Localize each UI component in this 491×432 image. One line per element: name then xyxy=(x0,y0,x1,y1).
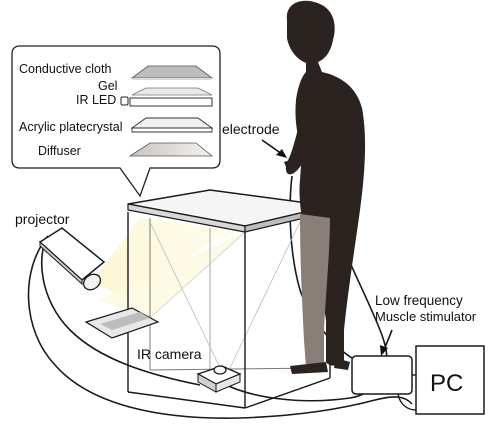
callout-frame xyxy=(11,45,221,198)
pc-cable xyxy=(397,393,417,411)
camera-cable xyxy=(219,381,373,402)
pc-label: PC xyxy=(430,370,463,397)
gel-sheet xyxy=(131,87,213,96)
muscle-stimulator xyxy=(351,355,413,395)
layer-callout: Conductive cloth Gel IR LED Acrylic plat… xyxy=(11,45,221,198)
projector-cable xyxy=(40,235,201,386)
layer-label-diffuser: Diffuser xyxy=(38,144,81,158)
person-silhouette xyxy=(284,0,366,374)
layer-label-conductive-cloth: Conductive cloth xyxy=(19,62,111,76)
projector xyxy=(38,227,106,291)
front-leg xyxy=(300,214,330,370)
ir-led-plate xyxy=(129,97,213,107)
stimulator-label-line2: Muscle stimulator xyxy=(375,309,477,324)
ir-led-icon xyxy=(120,96,129,106)
layer-label-acrylic: Acrylic platecrystal xyxy=(19,120,123,134)
pc-box xyxy=(415,345,485,415)
projector-label: projector xyxy=(15,211,70,227)
projector-beam xyxy=(92,218,242,300)
stimulator-label-line1: Low frequency xyxy=(375,293,463,308)
stimulator-pointer xyxy=(380,329,393,356)
floor-cable xyxy=(27,235,413,419)
electrode-pointer xyxy=(261,139,287,158)
acrylic-sheet xyxy=(130,117,214,129)
mirror-beam xyxy=(98,232,245,318)
ir-camera-lens xyxy=(213,365,227,375)
projector-lens xyxy=(82,273,102,291)
layer-label-gel: Gel xyxy=(98,79,117,93)
layer-label-ir-led: IR LED xyxy=(76,93,116,107)
electrode-label: electrode xyxy=(222,121,280,137)
diffuser-sheet xyxy=(128,142,214,157)
ir-camera xyxy=(196,365,242,393)
ir-camera-label: IR camera xyxy=(137,346,202,362)
